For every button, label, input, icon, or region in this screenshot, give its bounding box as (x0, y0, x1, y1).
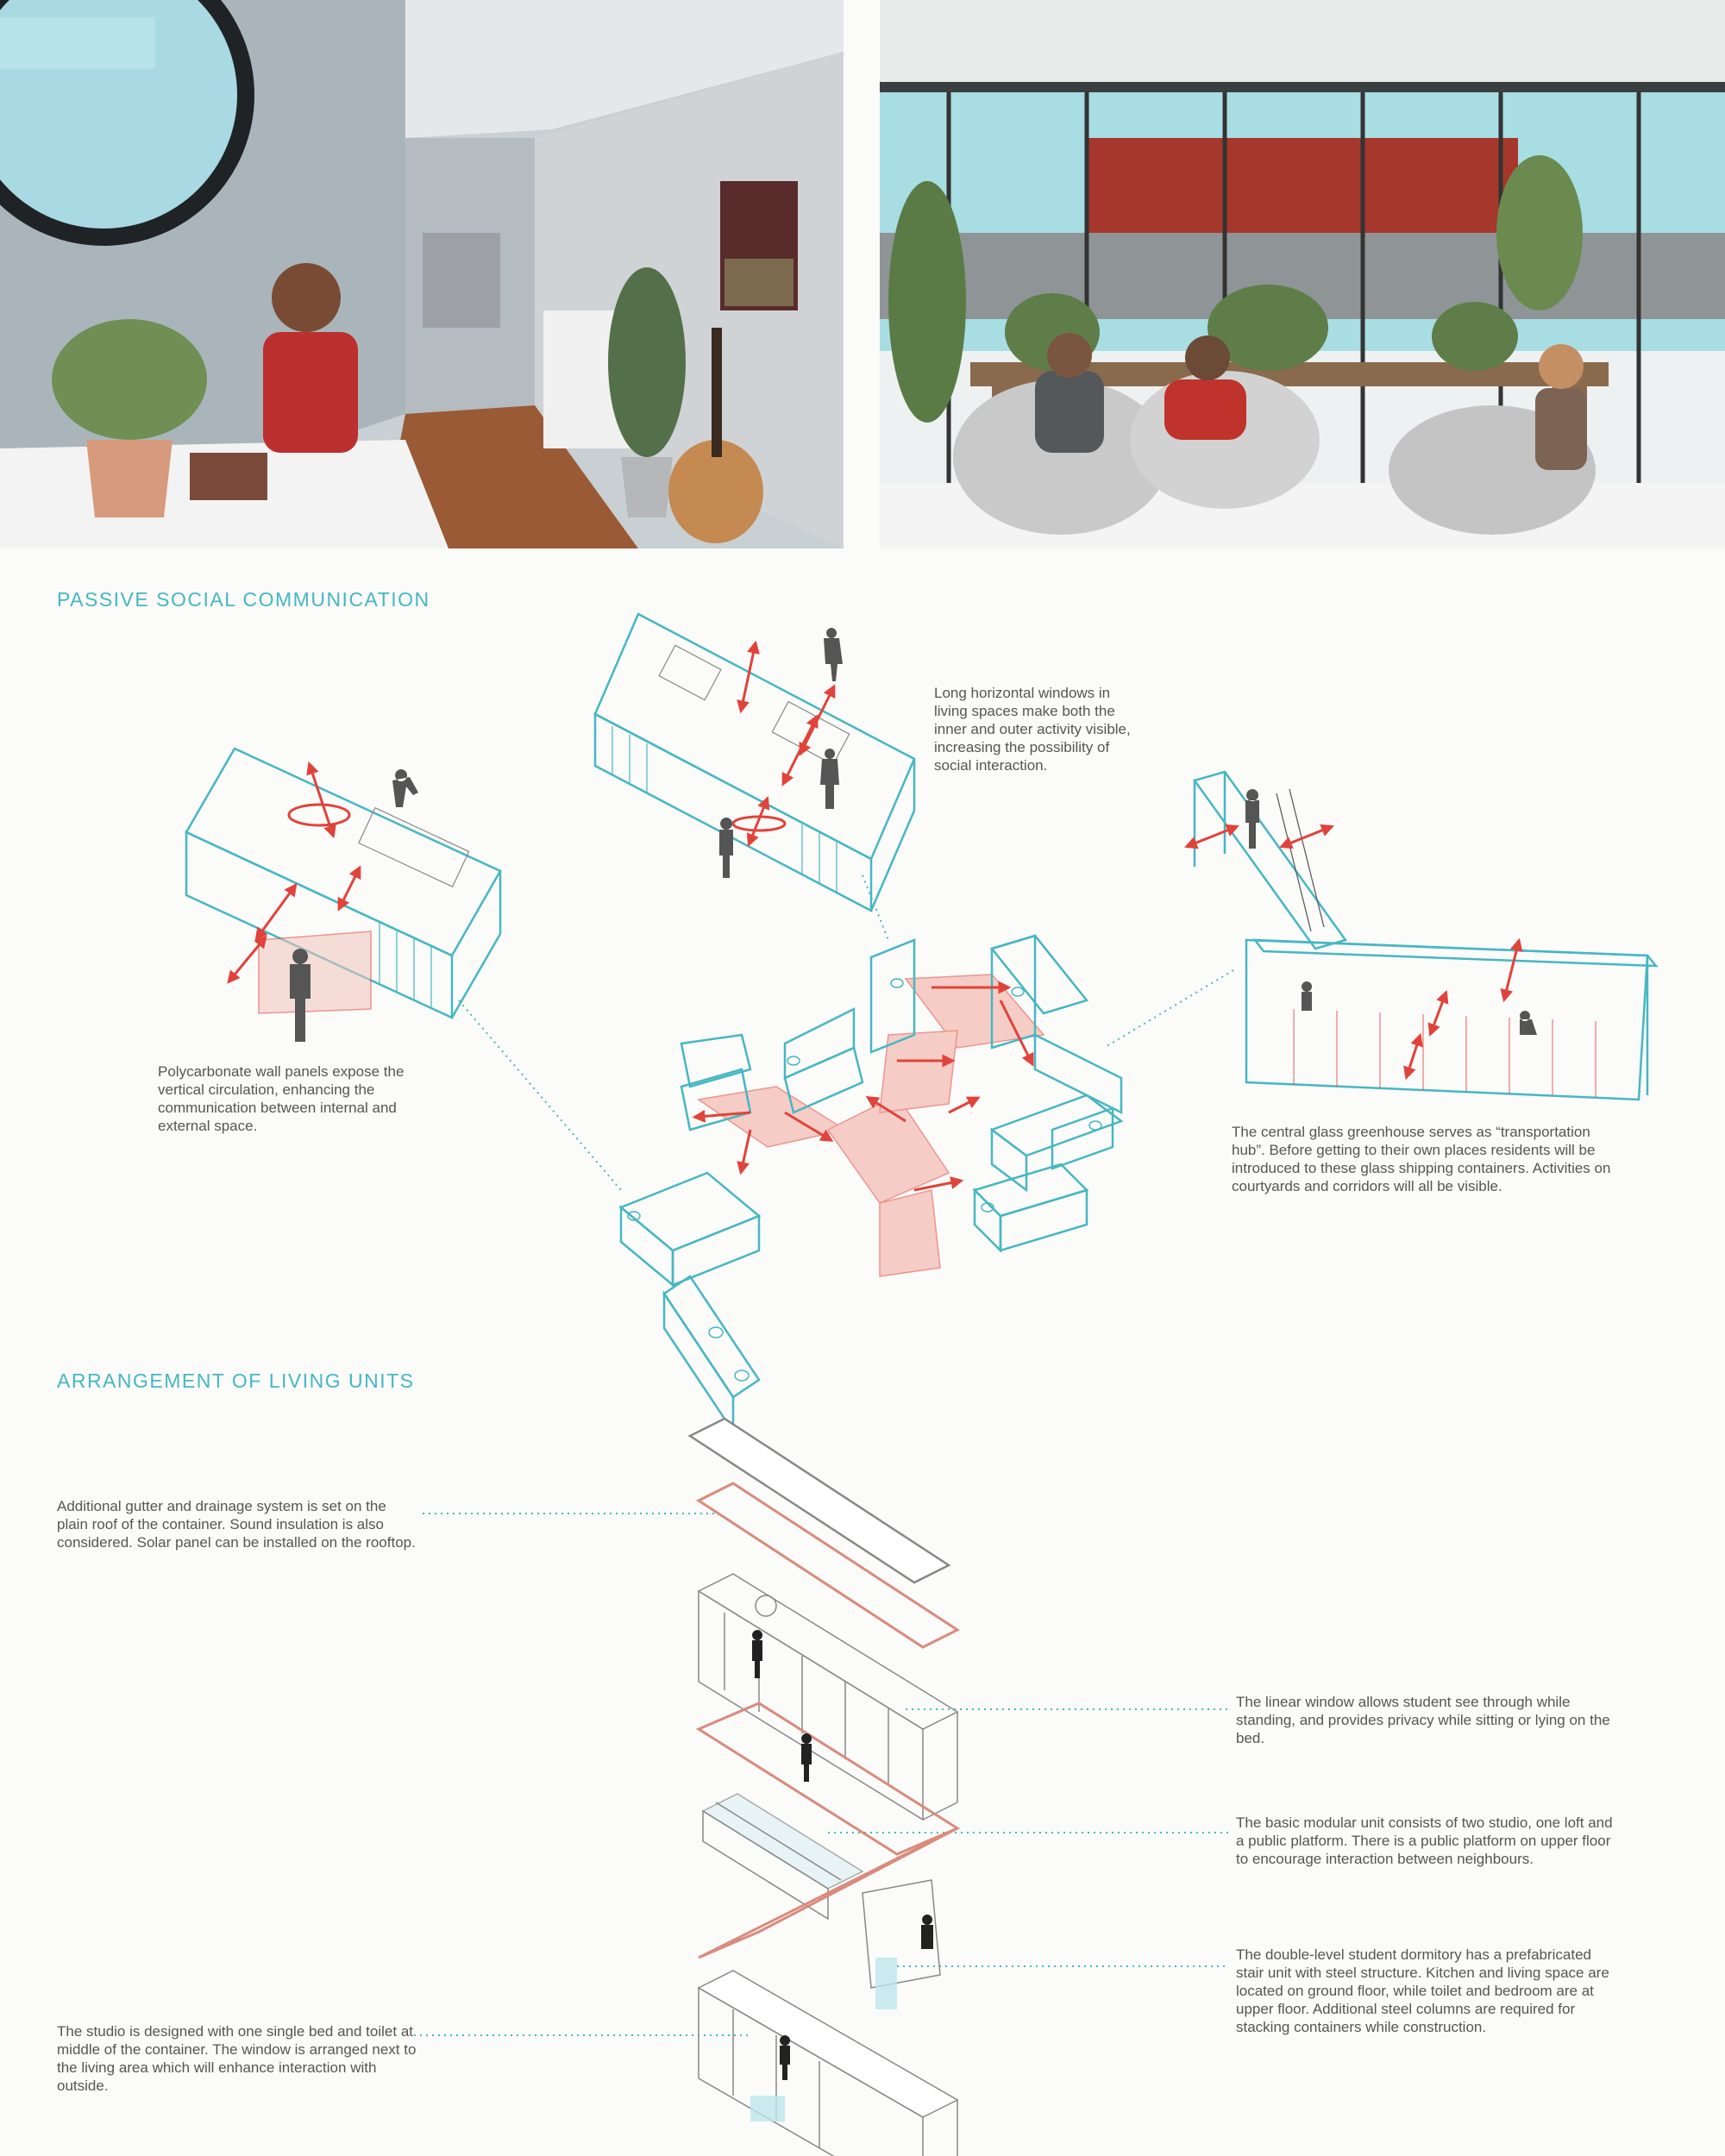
central-cluster (618, 934, 1124, 1436)
section-title-living-units: ARRANGEMENT OF LIVING UNITS (57, 1369, 415, 1392)
note-double-level-dormitory: The double-level student dormitory has a… (1236, 1946, 1609, 2035)
circulation-arrows-right-unit (1184, 824, 1523, 1081)
figure-silhouettes-right (1245, 789, 1537, 1035)
figure-silhouettes-top (719, 628, 843, 878)
container-kitchen-top (593, 612, 916, 913)
circulation-arrows-left-unit (227, 761, 361, 984)
container-stair-left (185, 747, 502, 1019)
stair-core-left (258, 931, 372, 1014)
note-linear-window: The linear window allows student see thr… (1236, 1694, 1610, 1746)
container-glass-right (1192, 770, 1659, 1101)
note-horizontal-windows: Long horizontal windows in living spaces… (934, 685, 1131, 774)
figure-silhouettes-left (290, 769, 418, 1042)
note-basic-modular-unit: The basic modular unit consists of two s… (1236, 1814, 1613, 1867)
note-gutter-drainage: Additional gutter and drainage system is… (57, 1498, 416, 1551)
note-studio-design: The studio is designed with one single b… (57, 2023, 417, 2094)
circulation-arrows-top-unit (731, 640, 836, 847)
note-central-greenhouse: The central glass greenhouse serves as “… (1232, 1124, 1611, 1194)
note-polycarbonate-panels: Polycarbonate wall panels expose the ver… (158, 1063, 405, 1134)
exploded-living-unit (687, 1417, 961, 2156)
leader-lines-top (458, 874, 1234, 1191)
leader-lines-bottom (414, 1513, 1229, 2036)
interior-render-greenhouse (880, 0, 1725, 548)
circulation-arrows-cluster (692, 981, 1034, 1192)
interior-render-studio (0, 0, 844, 548)
section-title-passive-social: PASSIVE SOCIAL COMMUNICATION (57, 588, 430, 611)
